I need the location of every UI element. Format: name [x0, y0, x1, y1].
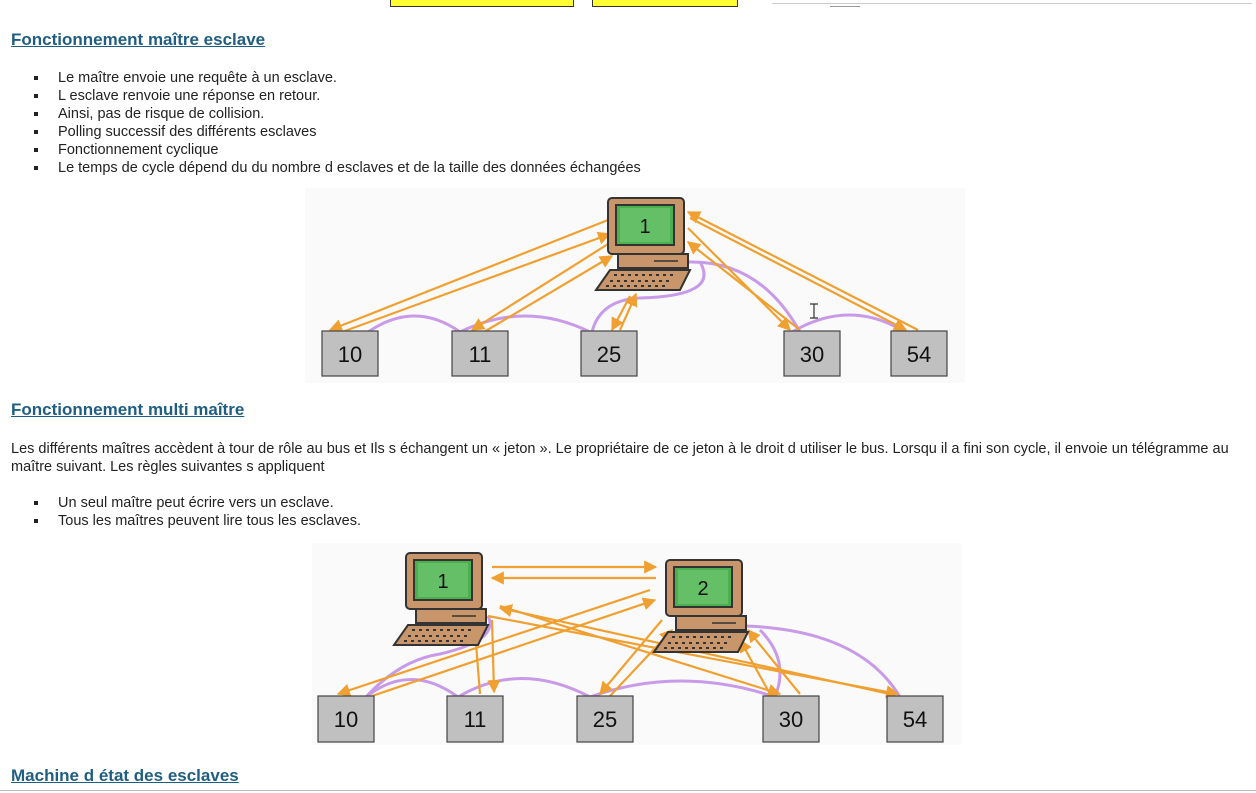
slave-label: 11 — [464, 707, 487, 732]
slave-node: 54 — [886, 695, 944, 743]
section-title-slave-state-machine: Machine d état des esclaves — [11, 766, 239, 785]
top-marker — [830, 0, 860, 7]
slave-node: 11 — [451, 330, 509, 377]
slave-node: 11 — [446, 695, 504, 743]
section-title-multi-master: Fonctionnement multi maître — [11, 400, 245, 419]
slave-label: 25 — [593, 707, 617, 732]
slave-label: 30 — [800, 342, 824, 367]
master-computer-icon — [595, 197, 691, 291]
list-item: Un seul maître peut écrire vers un escla… — [30, 494, 361, 512]
list-item: Ainsi, pas de risque de collision. — [30, 105, 641, 123]
list-item: Le temps de cycle dépend du du nombre d … — [30, 159, 641, 177]
slave-label: 54 — [907, 342, 931, 367]
slave-node: 25 — [576, 695, 634, 743]
slave-node: 30 — [783, 330, 841, 377]
multi-master-bullet-list: Un seul maître peut écrire vers un escla… — [30, 494, 361, 530]
slave-label: 10 — [338, 342, 362, 367]
master1-computer-icon — [393, 552, 489, 646]
page-bottom-edge — [0, 790, 1256, 791]
slave-label: 11 — [469, 342, 492, 367]
slave-label: 30 — [779, 707, 803, 732]
slave-label: 25 — [597, 342, 621, 367]
slave-label: 54 — [903, 707, 927, 732]
multi-master-diagram: 1 2 10 11 25 30 54 — [312, 543, 962, 745]
list-item: Le maître envoie une requête à un esclav… — [30, 69, 641, 87]
slave-node: 54 — [890, 330, 948, 377]
request-arrows — [328, 211, 919, 334]
master1-label: 1 — [437, 571, 448, 593]
list-item: Tous les maîtres peuvent lire tous les e… — [30, 512, 361, 530]
master2-label: 2 — [697, 578, 708, 600]
top-divider — [772, 3, 1252, 4]
master-slave-bullet-list: Le maître envoie une requête à un esclav… — [30, 69, 641, 177]
list-item: L esclave renvoie une réponse en retour. — [30, 87, 641, 105]
slave-node: 25 — [580, 330, 638, 377]
multi-master-paragraph: Les différents maîtres accèdent à tour d… — [11, 441, 1229, 475]
top-yellow-box-left — [390, 0, 574, 7]
list-item: Polling successif des différents esclave… — [30, 123, 641, 141]
slave-node: 10 — [317, 695, 375, 743]
master-slave-diagram: 1 10 11 25 30 54 — [305, 188, 965, 383]
section-title-master-slave: Fonctionnement maître esclave — [11, 30, 266, 49]
text-cursor-icon — [810, 303, 818, 319]
top-yellow-box-right — [592, 0, 738, 7]
master2-computer-icon — [653, 559, 749, 653]
slave-node: 30 — [762, 695, 820, 743]
slave-label: 10 — [334, 707, 358, 732]
slave-node: 10 — [321, 330, 379, 377]
master-label: 1 — [639, 216, 650, 238]
list-item: Fonctionnement cyclique — [30, 141, 641, 159]
